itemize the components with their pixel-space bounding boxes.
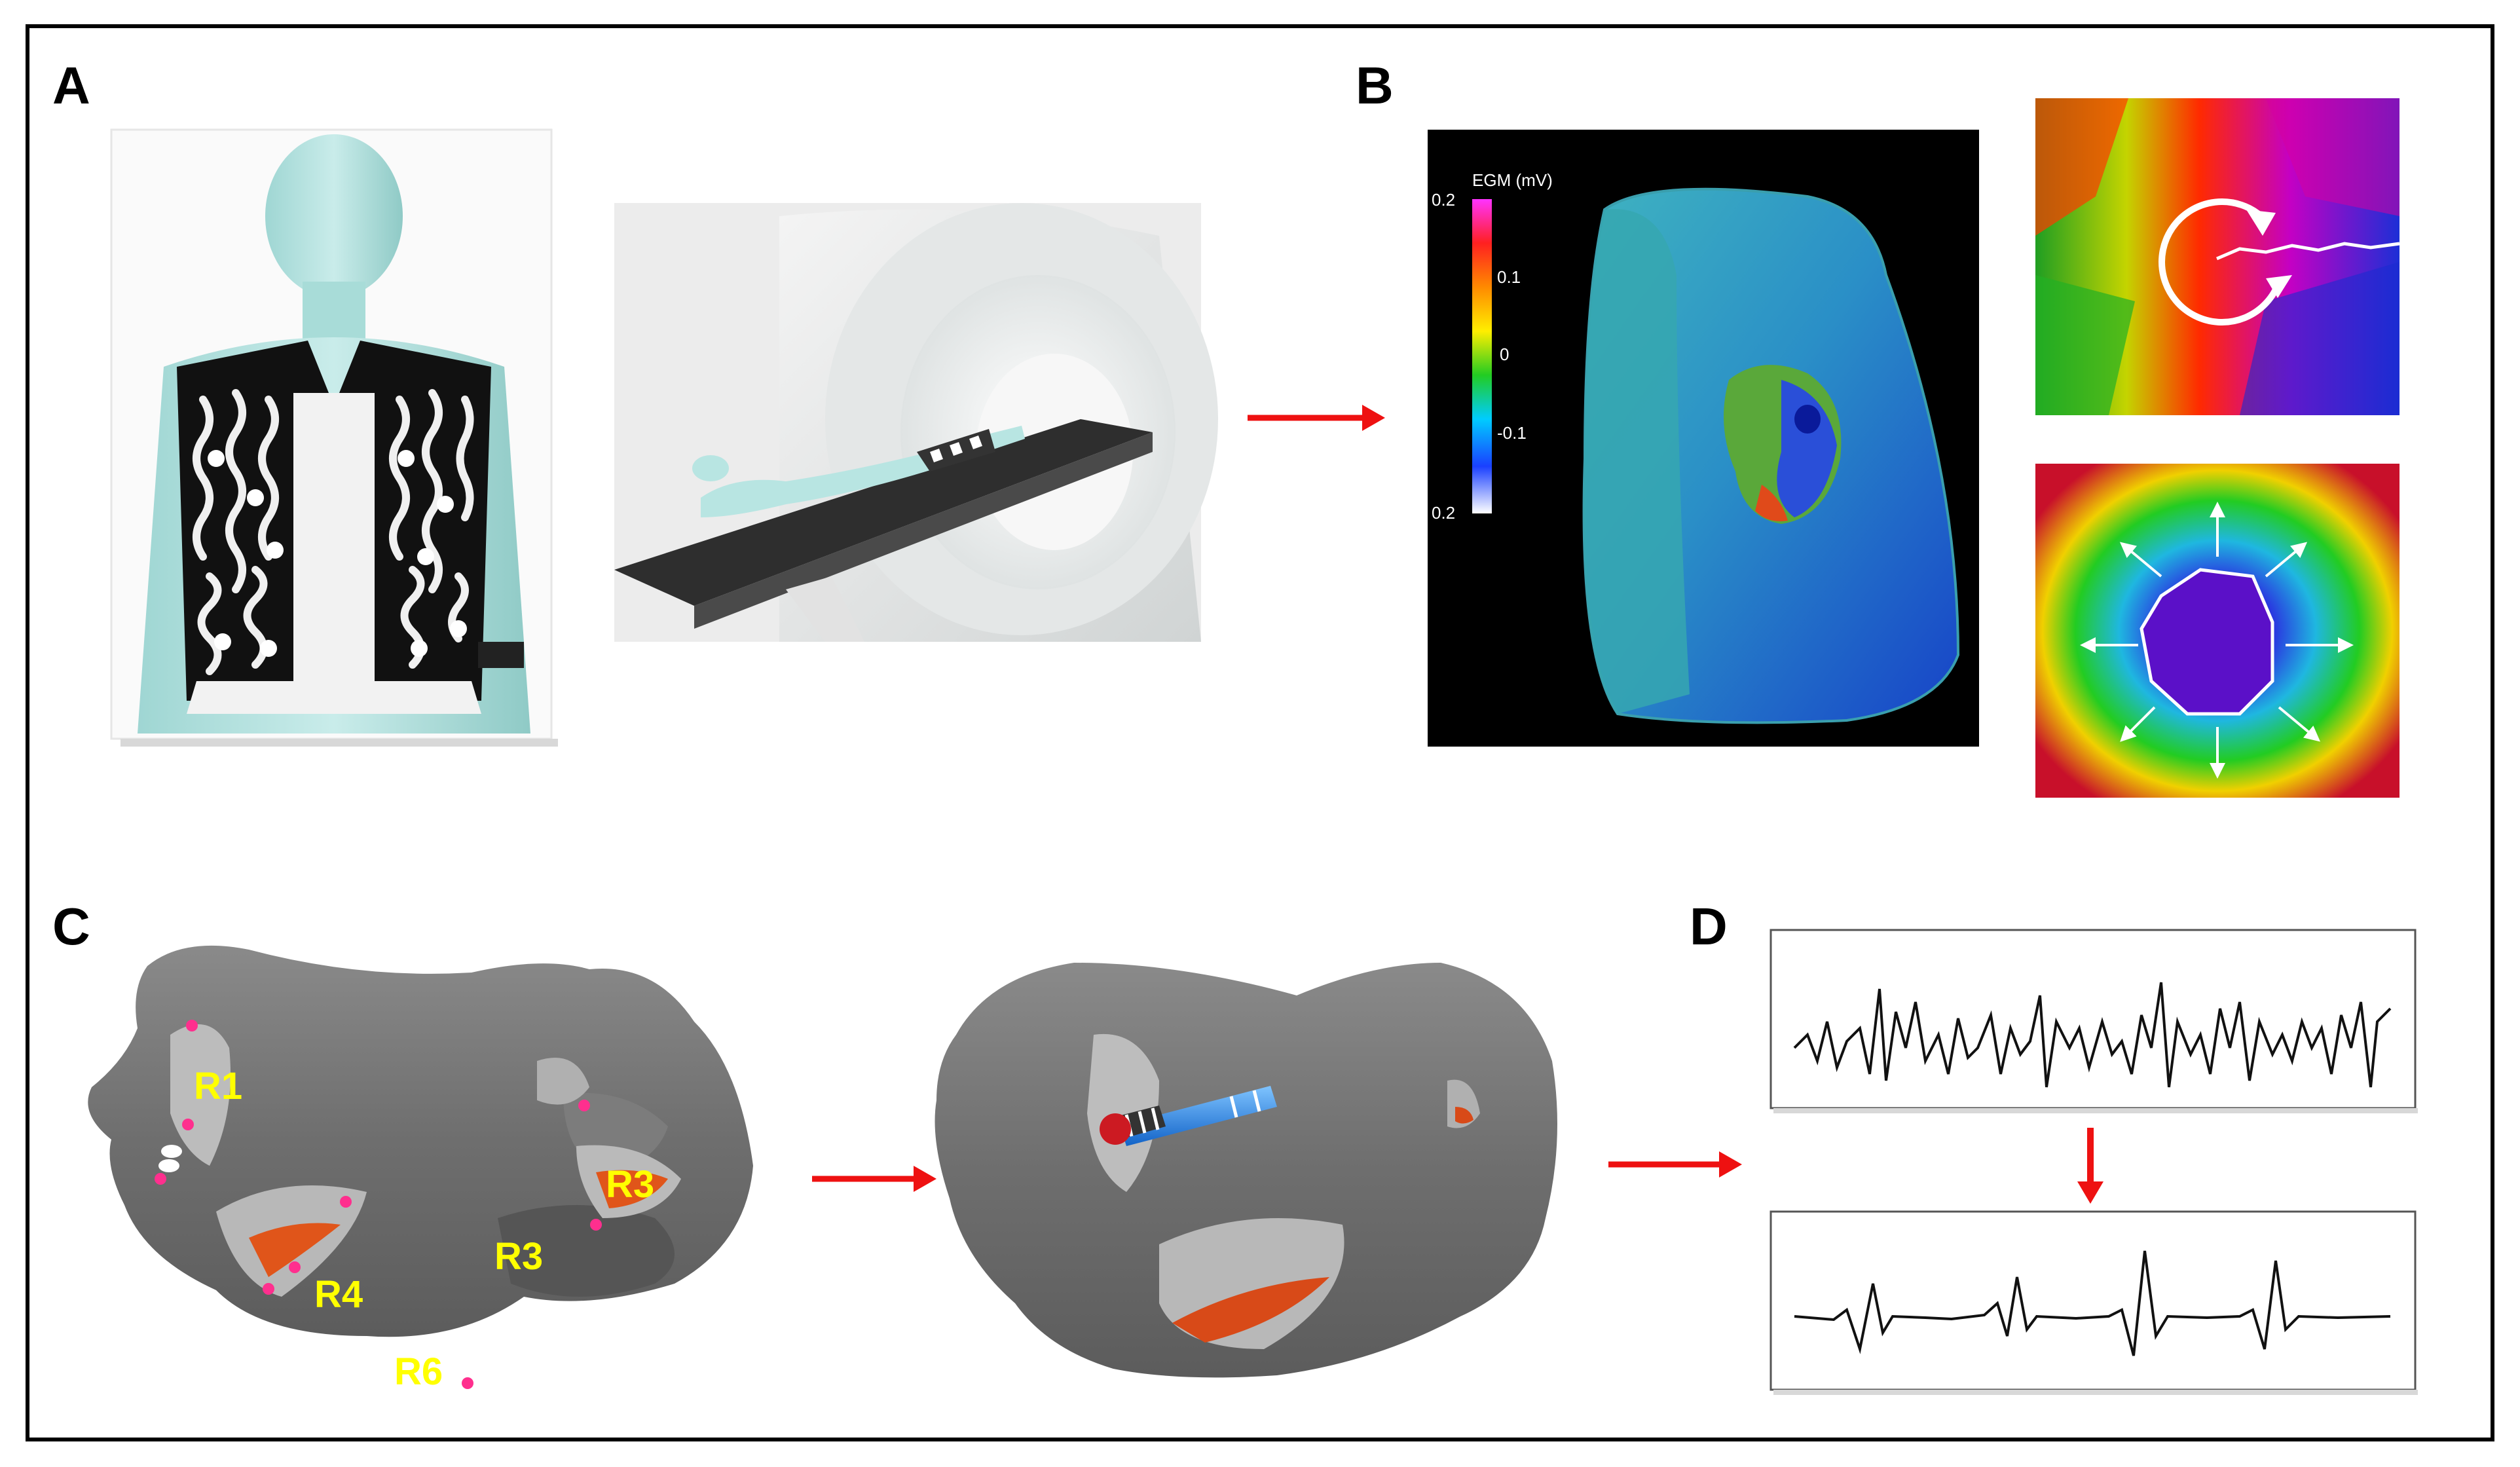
panel-a: A — [52, 56, 1218, 747]
colorbar-title: EGM (mV) — [1472, 170, 1553, 190]
region-label-r3-upper: R3 — [606, 1163, 654, 1206]
colorbar-tick-2: 0.1 — [1497, 267, 1521, 287]
rotor-phase-map — [2035, 98, 2400, 415]
ablation-catheter — [1100, 1086, 1277, 1146]
focal-activation-map — [2035, 464, 2400, 798]
vest-mannequin-illustration — [110, 128, 558, 747]
egm-trace-after — [1770, 1210, 2418, 1395]
panel-a-letter: A — [52, 56, 90, 115]
scanner-illustration — [614, 203, 1218, 642]
ablation-map — [935, 963, 1557, 1378]
panel-c-letter: C — [52, 897, 90, 956]
ablation-atrium-surface — [935, 963, 1557, 1378]
region-label-r6: R6 — [394, 1350, 443, 1393]
region-label-r1: R1 — [194, 1065, 242, 1107]
ablation-tip-icon — [1100, 1113, 1131, 1145]
flow-arrow-c1-c2-head — [914, 1166, 936, 1192]
rotor-rotation-arrow — [2159, 198, 2282, 325]
panel-b: B EGM (mV) 0.2 0.1 0 -0.1 0.2 — [1356, 56, 2400, 798]
colorbar-tick-1: 0.2 — [1432, 190, 1455, 210]
region-label-r4: R4 — [314, 1273, 363, 1316]
torso-potential-map: EGM (mV) 0.2 0.1 0 -0.1 0.2 — [1428, 130, 1979, 747]
panel-b-letter: B — [1356, 56, 1394, 115]
focal-source-outline — [2140, 568, 2274, 716]
flow-arrow-c-d-head — [1719, 1151, 1742, 1178]
egm-trace-before — [1770, 929, 2418, 1113]
region-label-r3-lower: R3 — [494, 1235, 543, 1278]
panel-c: C R1 R3 R3 R4 R6 — [52, 897, 1557, 1393]
flow-arrow-a-b-head — [1362, 405, 1385, 431]
flow-arrow-d-down-head — [2077, 1181, 2103, 1204]
colorbar-tick-3: 0 — [1500, 344, 1509, 364]
panel-d: D — [1690, 897, 2418, 1395]
egm-colorbar — [1472, 199, 1492, 513]
colorbar-tick-5: 0.2 — [1432, 503, 1455, 523]
atrial-driver-map: R1 R3 R3 R4 R6 — [88, 945, 753, 1393]
colorbar-tick-4: -0.1 — [1497, 423, 1527, 443]
panel-d-letter: D — [1690, 897, 1728, 956]
